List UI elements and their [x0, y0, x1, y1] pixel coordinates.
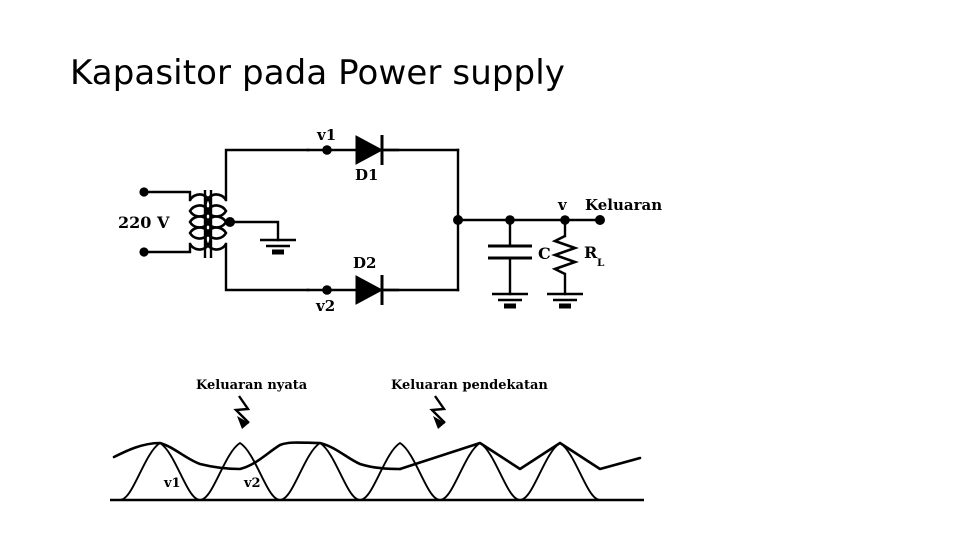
leader-bolt-approx — [429, 395, 447, 424]
leader-arrowhead-approx — [433, 416, 445, 429]
ground-symbol-center-tap — [260, 238, 296, 255]
center-tap-wire — [228, 220, 280, 242]
primary-wire-top — [142, 190, 192, 202]
rectifier-output-bus — [453, 148, 602, 292]
output-terminal-dot — [595, 215, 605, 225]
annotation-actual-output: Keluaran nyata — [196, 378, 308, 429]
secondary-lead-bottom — [224, 242, 310, 292]
source-voltage-label: 220 V — [118, 213, 170, 232]
primary-wire-bottom — [142, 242, 192, 254]
transformer-secondary — [204, 148, 310, 292]
waveform-label-v2: v2 — [243, 476, 261, 491]
d2-triangle — [355, 275, 384, 305]
waveform-label-v1: v1 — [163, 476, 181, 491]
secondary-lead-top — [224, 148, 310, 202]
label-d2: D2 — [353, 254, 376, 272]
leader-bolt-actual — [233, 395, 251, 424]
label-capacitor: C — [538, 244, 551, 263]
label-output-node-v: v — [557, 196, 568, 214]
label-keluaran-pendekatan: Keluaran pendekatan — [391, 378, 548, 393]
curve-keluaran-nyata — [112, 441, 402, 471]
load-resistor: R L — [547, 215, 605, 309]
node-v2 — [322, 285, 332, 295]
label-load-resistor-subscript: L — [597, 257, 605, 269]
label-keluaran-nyata: Keluaran nyata — [196, 378, 308, 393]
label-v1: v1 — [316, 126, 336, 144]
curve-keluaran-pendekatan — [398, 441, 642, 471]
label-v2: v2 — [315, 297, 335, 315]
label-d1: D1 — [355, 166, 378, 184]
leader-arrowhead-actual — [237, 416, 249, 429]
sine-hump-train — [119, 442, 601, 501]
annotation-approx-output: Keluaran pendekatan — [391, 378, 548, 429]
output-terminal-group: v Keluaran — [557, 196, 662, 225]
resistor-zigzag — [551, 234, 579, 276]
d1-triangle — [355, 135, 384, 165]
node-v1 — [322, 145, 332, 155]
approx-output-sawtooth — [398, 441, 642, 471]
branch-d2: v2 D2 — [306, 254, 460, 315]
branch-d1: v1 D1 — [306, 126, 460, 184]
page-title: Kapasitor pada Power supply — [70, 53, 565, 93]
ground-symbol-load — [547, 292, 583, 309]
real-output-envelope — [112, 441, 402, 471]
ground-symbol-capacitor — [492, 292, 528, 309]
rectified-sine-humps — [119, 442, 601, 501]
filter-capacitor: C — [488, 215, 551, 309]
label-load-resistor: R — [584, 243, 598, 262]
label-output: Keluaran — [585, 196, 662, 214]
waveform-diagram: Keluaran nyata Keluaran pendekatan — [108, 365, 648, 525]
circuit-diagram: 220 V v1 D1 v2 D2 — [108, 118, 662, 323]
